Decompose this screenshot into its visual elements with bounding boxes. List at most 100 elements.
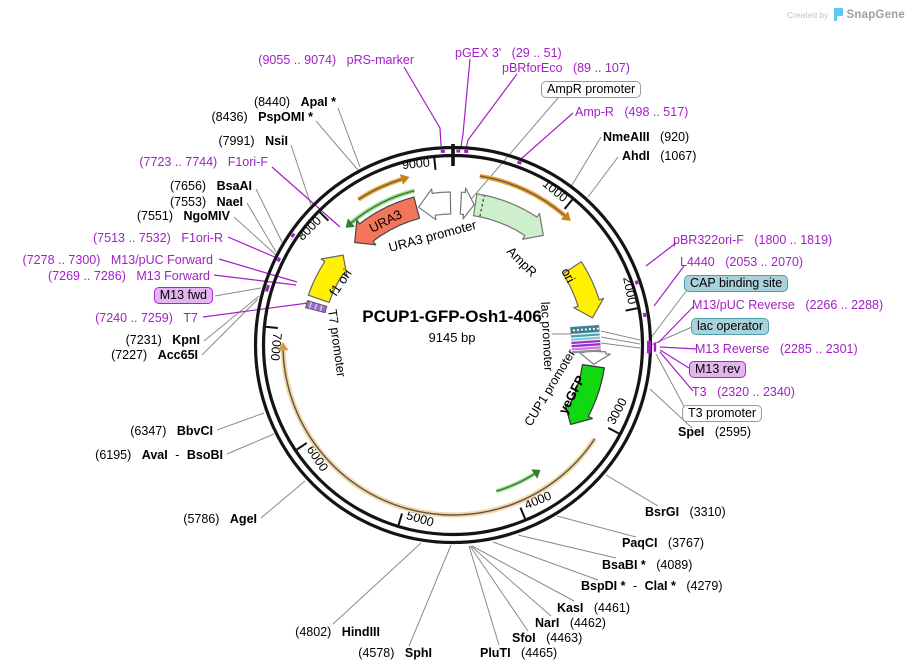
primer-connector-line (659, 349, 690, 369)
site-label-pluti[interactable]: PluTI (4465) (480, 646, 558, 660)
primer-connector-line (645, 242, 677, 267)
primer-label-prs-marker[interactable]: (9055 .. 9074) pRS-marker (258, 53, 414, 67)
site-connector-line (226, 433, 275, 455)
site-label-avai-bsobi[interactable]: (6195) AvaI - BsoBI (95, 448, 223, 462)
feature-label-cap-binding-site[interactable]: CAP binding site (684, 275, 789, 292)
cap-bar-dot (584, 328, 588, 331)
site-label-nsii[interactable]: (7991) NsiI (218, 134, 288, 148)
feature-label-t3-promoter[interactable]: T3 promoter (682, 405, 763, 422)
feature-arrow-ura3[interactable] (354, 196, 421, 246)
site-connector-line (471, 545, 575, 602)
primer-connector-line (227, 236, 278, 259)
site-label-bsabi[interactable]: BsaBI * (4089) (602, 558, 693, 572)
orf-arc-core (282, 350, 596, 516)
site-label-paqci[interactable]: PaqCI (3767) (622, 536, 705, 550)
feature-arrow-cup1-promoter[interactable] (578, 350, 611, 365)
primer-label-m13-reverse[interactable]: M13 Reverse (2285 .. 2301) (695, 342, 858, 356)
site-label-ahdi[interactable]: AhdI (1067) (622, 149, 697, 163)
site-label-bspdi-clai[interactable]: BspDI * - ClaI * (4279) (581, 579, 723, 593)
site-connector-line (203, 295, 260, 342)
primer-label-m13-fwd-box[interactable]: M13 fwd (153, 287, 213, 304)
feature-arrow-ampr-promoter[interactable] (459, 187, 475, 220)
site-label-kpni[interactable]: (7231) KpnI (125, 333, 200, 347)
snapgene-logo-icon (833, 8, 843, 21)
ring-tick-4000 (519, 507, 527, 520)
orf-arc-arrowhead (560, 211, 571, 221)
regulatory-stripes-block[interactable] (570, 324, 601, 354)
site-label-nmeaiii[interactable]: NmeAIII (920) (603, 130, 690, 144)
map-feature-label-ampr[interactable]: AmpR (504, 244, 540, 280)
cap-bar-dot (576, 328, 580, 332)
primer-label-pbrforeco[interactable]: pBRforEco (89 .. 107) (502, 61, 630, 75)
site-label-sphi[interactable]: (4578) SphI (358, 646, 432, 660)
ring-tick-3000 (607, 427, 620, 435)
site-connector-line (260, 480, 306, 519)
t7-promoter-stripe (314, 303, 318, 310)
primer-label-amp-r[interactable]: Amp-R (498 .. 517) (575, 105, 689, 119)
site-label-spei[interactable]: SpeI (2595) (678, 425, 752, 439)
t3-promoter-stripe (571, 349, 601, 354)
feature-arrow-ura3-promoter[interactable] (418, 188, 452, 221)
site-label-nari[interactable]: NarI (4462) (535, 616, 606, 630)
plasmid-size: 9145 bp (428, 330, 476, 345)
primer-label-pbr322ori-f[interactable]: pBR322ori-F (1800 .. 1819) (673, 233, 833, 247)
plasmid-title: PCUP1-GFP-Osh1-406 (362, 307, 542, 326)
site-connector-line (600, 342, 641, 349)
ampr-signal-boundary-dashed-line (479, 195, 485, 217)
orf-arc-core (496, 473, 535, 492)
map-feature-label-lac-promoter[interactable]: lac promoter (538, 301, 556, 371)
feature-arrow-ampr[interactable] (472, 193, 544, 240)
site-connector-line (600, 330, 641, 341)
site-label-sfoi[interactable]: SfoI (4463) (512, 631, 583, 645)
primer-label-pgex3[interactable]: pGEX 3' (29 .. 51) (455, 46, 562, 60)
site-label-hindiii[interactable]: (4802) HindIII (295, 625, 380, 639)
site-label-apai[interactable]: (8440) ApaI * (253, 95, 336, 109)
primer-label-t3[interactable]: T3 (2320 .. 2340) (692, 385, 795, 399)
primer-label-f1ori-r[interactable]: (7513 .. 7532) F1ori-R (93, 231, 223, 245)
map-feature-label-ori[interactable]: ori (558, 265, 578, 285)
primer-label-t7[interactable]: (7240 .. 7259) T7 (95, 311, 198, 325)
ring-tick-label-8000: 8000 (295, 214, 325, 244)
site-label-kasi[interactable]: KasI (4461) (557, 601, 631, 615)
primer-connector-line (213, 274, 297, 286)
site-connector-line (650, 326, 693, 346)
site-label-ngomiv[interactable]: (7551) NgoMIV (136, 209, 230, 223)
site-connector-line (587, 156, 619, 198)
orf-arc-core (358, 178, 402, 201)
orf-arc-arrowhead (345, 218, 355, 228)
primer-connector-line (657, 305, 695, 344)
feature-label-ampr-promoter[interactable]: AmpR promoter (541, 81, 642, 98)
site-label-pspomi[interactable]: (8436) PspOMI * (211, 110, 314, 124)
site-label-bbvci[interactable]: (6347) BbvCI (130, 424, 213, 438)
feature-arrow-yegfp[interactable] (564, 364, 605, 425)
primer-connector-line (460, 58, 471, 148)
primer-ring-mark (634, 280, 639, 285)
ring-tick-label-2000: 2000 (620, 276, 639, 306)
site-connector-line (492, 541, 599, 581)
watermark: Created by SnapGene (787, 8, 905, 21)
site-label-acc65i[interactable]: (7227) Acc65I (111, 348, 198, 362)
primer-label-m13-puc-forward[interactable]: (7278 .. 7300) M13/pUC Forward (22, 253, 213, 267)
ring-tick-2000 (625, 307, 639, 312)
primer-label-m13-forward[interactable]: (7269 .. 7286) M13 Forward (48, 269, 210, 283)
primer-label-l4440[interactable]: L4440 (2053 .. 2070) (680, 255, 804, 269)
primer-label-f1ori-f[interactable]: (7723 .. 7744) F1ori-F (139, 155, 268, 169)
site-connector-line (466, 97, 559, 205)
t7-promoter-stripe (319, 305, 323, 312)
site-label-agei[interactable]: (5786) AgeI (183, 512, 257, 526)
site-connector-line (233, 216, 277, 256)
watermark-brand: SnapGene (846, 8, 905, 21)
feature-label-lac-operator[interactable]: lac operator (691, 318, 770, 335)
site-connector-line (517, 534, 617, 559)
ring-tick-label-9000: 9000 (401, 155, 430, 172)
primer-connector-line (653, 265, 685, 307)
orf-arc-core (479, 175, 565, 216)
site-label-bsrgi[interactable]: BsrGI (3310) (645, 505, 726, 519)
site-label-bsaai[interactable]: (7656) BsaAI (169, 179, 252, 193)
feature-arrow-ori[interactable] (562, 261, 605, 319)
primer-label-m13-rev-box[interactable]: M13 rev (689, 361, 747, 378)
feature-arrow-f1-ori[interactable] (307, 254, 348, 303)
primer-label-m13-puc-reverse[interactable]: M13/pUC Reverse (2266 .. 2288) (692, 298, 884, 312)
site-label-naei[interactable]: (7553) NaeI (169, 195, 243, 209)
